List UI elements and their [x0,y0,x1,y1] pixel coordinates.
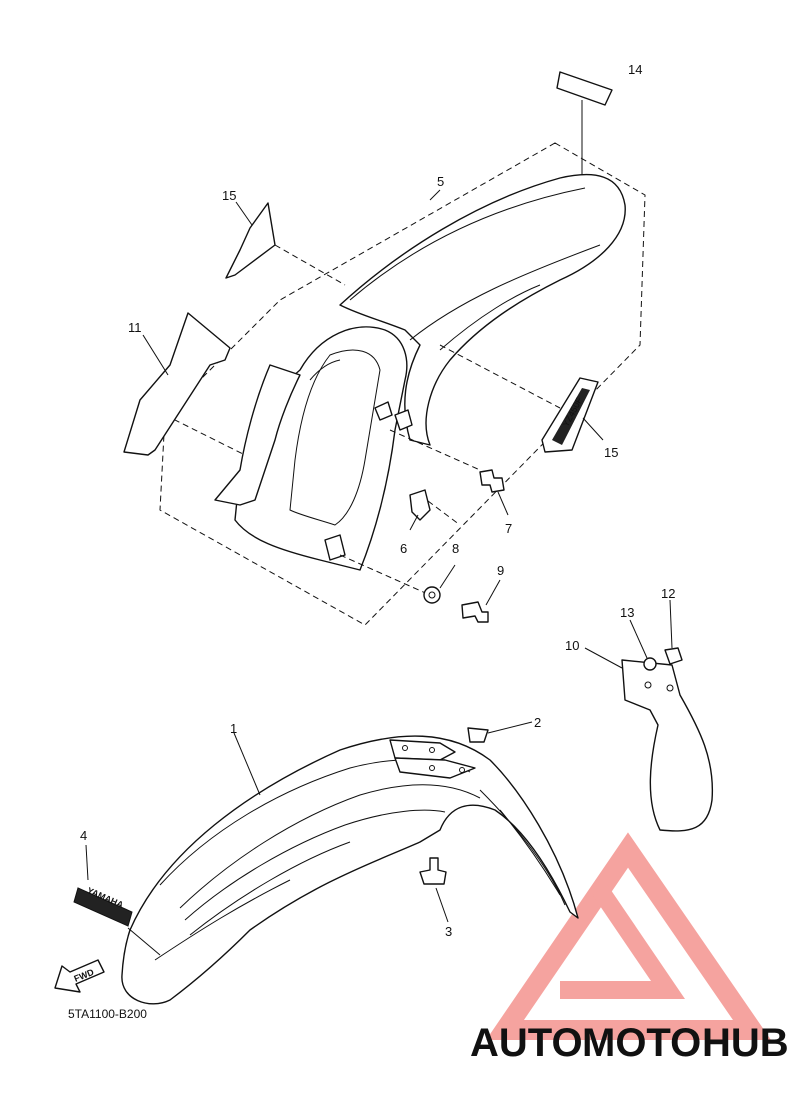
callout-4: 4 [80,828,87,843]
callout-3: 3 [445,924,452,939]
fastener-9 [461,579,501,623]
watermark-auto: AUTO [470,1021,583,1065]
bolt-12 [664,599,683,665]
fwd-arrow-icon: FWD [54,959,105,993]
washer-13 [629,619,657,671]
fastener-6 [409,489,431,531]
callout-9: 9 [497,563,504,578]
part-5-rear-fender [164,173,626,596]
callout-11: 11 [128,320,142,335]
callout-13: 13 [620,605,634,620]
callout-5: 5 [437,174,444,189]
part-15-right-decal: YZ450F [541,377,604,453]
callout-2: 2 [534,715,541,730]
part-10-guard-plate [584,647,714,832]
callout-10: 10 [565,638,579,653]
part-11-flap [123,312,231,456]
callout-8: 8 [452,541,459,556]
fastener-2 [467,721,533,743]
callout-1: 1 [230,721,237,736]
watermark-hub: HUB [702,1021,789,1065]
part-1-front-fender [121,732,579,1005]
part-15-left-decal [225,201,276,279]
callout-14: 14 [628,62,642,77]
watermark-moto: MOTO [582,1021,701,1065]
fastener-7 [479,469,509,516]
callout-7: 7 [505,521,512,536]
callout-12: 12 [661,586,675,601]
callout-15-right: 15 [604,445,618,460]
part-code: 5TA1100-B200 [68,1007,147,1021]
callout-15-left: 15 [222,188,236,203]
watermark-text: AUTO MOTO HUB [470,1021,789,1065]
fastener-8 [423,564,456,604]
fastener-3 [419,857,449,923]
callout-6: 6 [400,541,407,556]
watermark-logo [486,832,772,1040]
group-boundary [159,142,646,626]
